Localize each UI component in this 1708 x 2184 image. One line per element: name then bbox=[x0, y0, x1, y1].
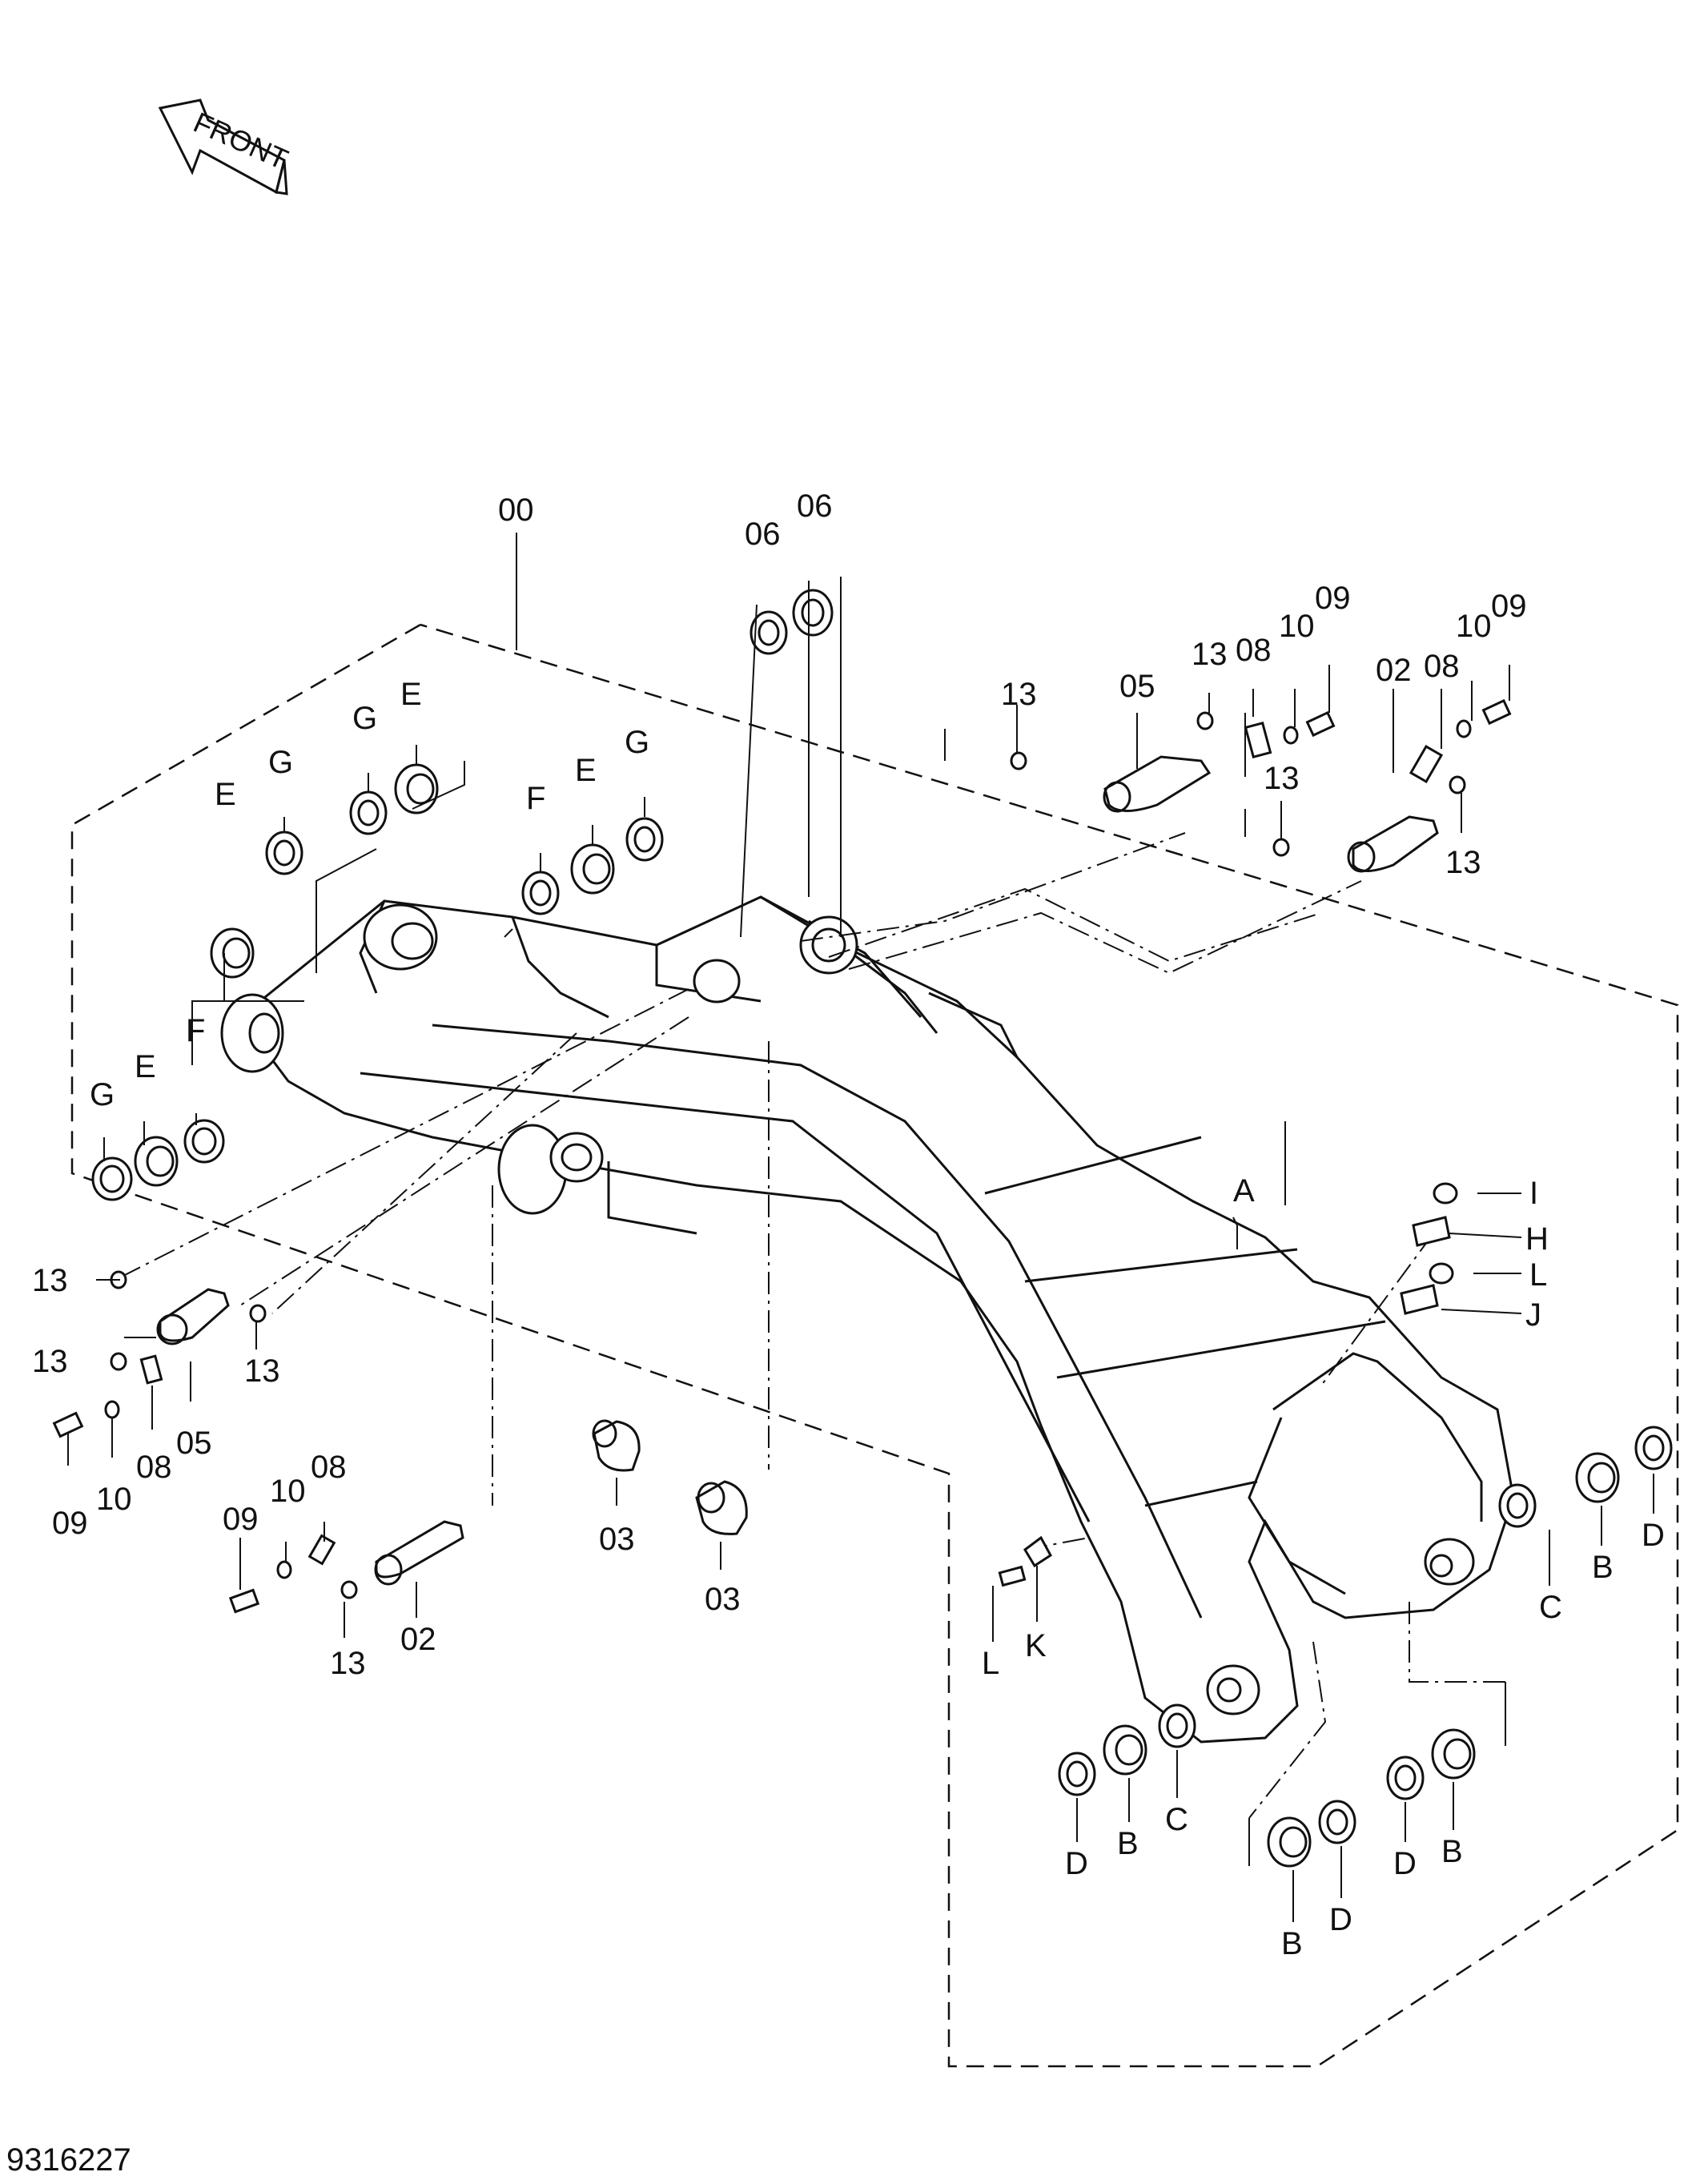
callout-J: J bbox=[1525, 1297, 1541, 1333]
callout-03-right: 03 bbox=[705, 1582, 741, 1617]
callout-G-4: G bbox=[90, 1077, 115, 1112]
callout-13-top-mid-b: 13 bbox=[1264, 761, 1300, 796]
callout-C-right: C bbox=[1539, 1590, 1562, 1625]
h-plate-axis bbox=[1320, 1233, 1434, 1386]
callout-06-right: 06 bbox=[797, 489, 833, 524]
callout-02-bottom: 02 bbox=[400, 1622, 436, 1657]
callout-G-2: G bbox=[268, 745, 293, 780]
callout-D-right: D bbox=[1642, 1518, 1665, 1553]
bushing-03-icons bbox=[592, 1419, 748, 1535]
pin-axis-line-left-c bbox=[271, 1032, 577, 1314]
callout-B-bottom-2: B bbox=[1281, 1926, 1303, 1961]
seal-rings bbox=[91, 589, 1673, 1868]
callout-09-bottom: 09 bbox=[223, 1502, 259, 1537]
pin-axis-line-mid bbox=[828, 887, 1322, 963]
callout-10-top-right: 10 bbox=[1456, 609, 1492, 644]
callout-F-1: F bbox=[526, 781, 545, 816]
callout-09-top-mid: 09 bbox=[1315, 581, 1351, 616]
callout-13-left-c: 13 bbox=[244, 1353, 280, 1389]
callout-F-2: F bbox=[186, 1013, 205, 1048]
callout-08-left: 08 bbox=[136, 1450, 172, 1485]
callout-09-left: 09 bbox=[52, 1506, 88, 1541]
assembly-outline bbox=[70, 623, 1679, 2068]
callout-L-right: L bbox=[1529, 1257, 1547, 1293]
callout-G-1: G bbox=[352, 701, 377, 736]
callout-03-left: 03 bbox=[599, 1522, 635, 1557]
callout-A: A bbox=[1233, 1173, 1255, 1209]
boom-tip-bosses bbox=[1206, 1538, 1475, 1715]
callout-13-left-a: 13 bbox=[32, 1263, 68, 1298]
callout-10-left: 10 bbox=[96, 1482, 132, 1517]
callout-05-left: 05 bbox=[176, 1426, 212, 1461]
callout-06-left: 06 bbox=[745, 517, 781, 552]
callout-13-top-left: 13 bbox=[1001, 677, 1037, 712]
callout-E-1: E bbox=[400, 677, 422, 712]
callout-G-3: G bbox=[625, 725, 649, 760]
callout-13-left-b: 13 bbox=[32, 1344, 68, 1379]
hardware-icons bbox=[52, 698, 1512, 1614]
callout-L-left: L bbox=[982, 1646, 999, 1681]
callout-13-bottom: 13 bbox=[330, 1646, 366, 1681]
pin-icons bbox=[156, 755, 1439, 1586]
callout-09-top-right: 09 bbox=[1491, 589, 1527, 624]
callout-B-right: B bbox=[1592, 1550, 1614, 1585]
callout-05-top: 05 bbox=[1119, 669, 1155, 704]
callout-13-top-right: 13 bbox=[1445, 845, 1481, 880]
tip-axis-line-b bbox=[1409, 1602, 1505, 1683]
callout-E-3: E bbox=[575, 753, 597, 788]
callout-13-top-mid: 13 bbox=[1192, 637, 1228, 672]
callout-08-bottom: 08 bbox=[311, 1450, 347, 1485]
pin-axis-line-right bbox=[848, 880, 1362, 975]
callout-10-top-mid: 10 bbox=[1279, 609, 1315, 644]
pin-axis-line-left bbox=[119, 988, 689, 1278]
pin-axis-line-top bbox=[800, 832, 1186, 942]
callout-labels: 00 06 06 13 05 13 08 10 09 13 02 08 10 0… bbox=[32, 489, 1665, 1961]
callout-H: H bbox=[1525, 1221, 1549, 1257]
callout-D-bottom-3: D bbox=[1393, 1846, 1417, 1881]
callout-I: I bbox=[1529, 1176, 1538, 1211]
callout-B-bottom-3: B bbox=[1441, 1834, 1463, 1869]
pin-axis-line-left-b bbox=[239, 1016, 689, 1306]
boom-body bbox=[238, 895, 1515, 1744]
callout-B-bottom-1: B bbox=[1117, 1826, 1139, 1861]
callout-08-top-right: 08 bbox=[1424, 649, 1460, 684]
callout-D-bottom-2: D bbox=[1329, 1902, 1352, 1937]
callout-C-bottom: C bbox=[1165, 1802, 1188, 1837]
tip-axis-line bbox=[1248, 1641, 1327, 1819]
callout-02-top: 02 bbox=[1376, 653, 1412, 688]
front-arrow-icon: FRONT bbox=[158, 99, 293, 195]
callout-00: 00 bbox=[498, 493, 534, 528]
leader-lines bbox=[67, 577, 1654, 1922]
callout-08-top-mid: 08 bbox=[1236, 633, 1272, 668]
boom-foot-bosses bbox=[220, 903, 858, 1215]
callout-E-4: E bbox=[135, 1049, 156, 1084]
callout-10-bottom: 10 bbox=[270, 1474, 306, 1509]
callout-D-bottom-1: D bbox=[1065, 1846, 1088, 1881]
figure-number: 9316227 bbox=[6, 2142, 131, 2178]
callout-K: K bbox=[1025, 1628, 1047, 1663]
callout-E-2: E bbox=[215, 777, 236, 812]
